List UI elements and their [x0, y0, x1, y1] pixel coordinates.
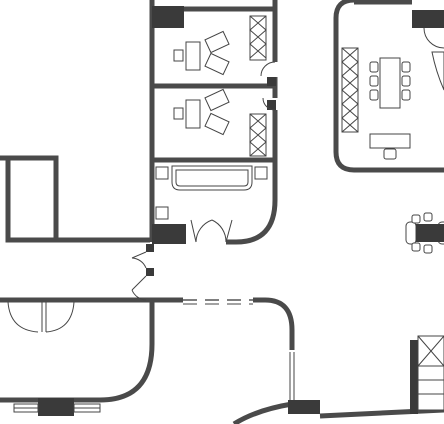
conference-chairs [369, 61, 411, 101]
desk [369, 133, 411, 149]
table [416, 224, 444, 242]
chair [173, 49, 184, 62]
conference-table [379, 57, 401, 109]
armchair [204, 88, 230, 112]
corridor-walls [0, 155, 265, 305]
column-pier [152, 224, 186, 244]
desk [185, 41, 201, 71]
bookshelf [341, 47, 359, 133]
curved-wall-element [431, 51, 444, 91]
armchair [204, 52, 230, 76]
stair-block [410, 335, 444, 414]
lobby-furniture [155, 165, 268, 220]
desk [185, 99, 201, 129]
vestibule-doors [131, 244, 154, 301]
armchair [204, 112, 230, 136]
office-2-furniture [173, 88, 267, 157]
bottom-left-room [0, 300, 155, 416]
stairs [417, 335, 444, 411]
office-1-furniture [173, 15, 267, 76]
bottom-center-room [232, 297, 444, 424]
double-door [190, 219, 233, 243]
armchair [204, 30, 230, 54]
window-pair [13, 398, 101, 416]
conference-room [333, 0, 444, 173]
chair [173, 107, 184, 120]
sofa [171, 165, 253, 191]
column-pier [412, 10, 444, 28]
round-table-cluster [405, 212, 444, 254]
column-pier [152, 6, 184, 28]
office-block [149, 0, 278, 245]
chair [383, 148, 397, 160]
